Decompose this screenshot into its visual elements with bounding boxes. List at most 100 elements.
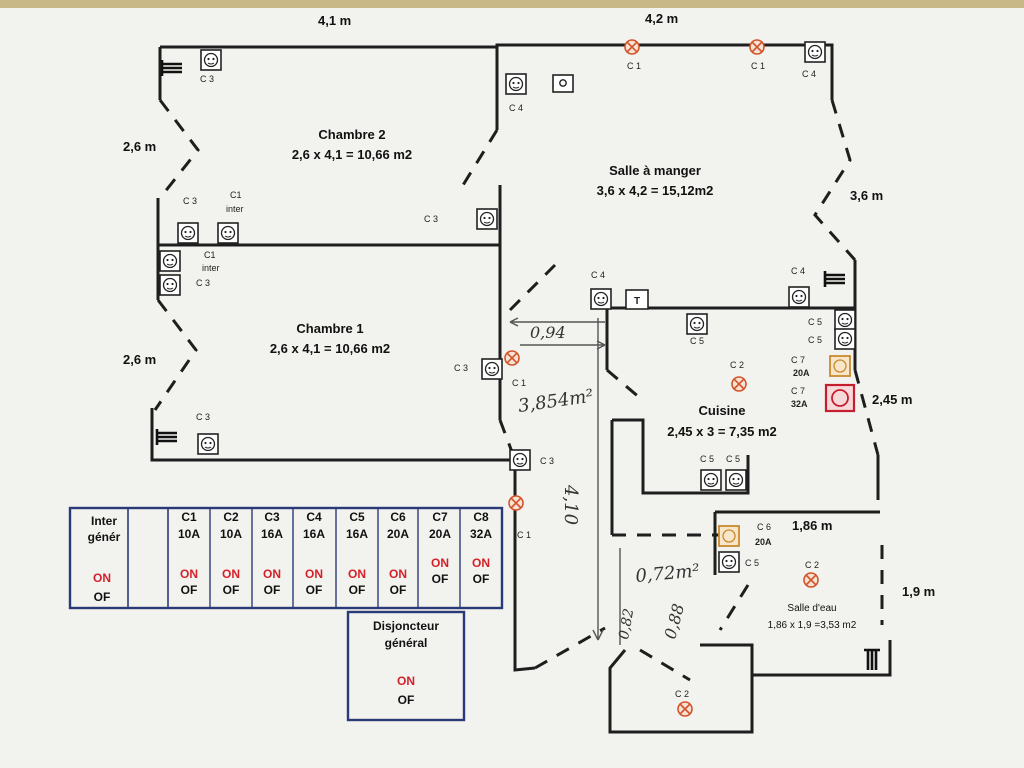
- circuit-label-c7: C 7: [791, 386, 805, 396]
- circuit-label-c6: C 6: [757, 522, 771, 532]
- circuit-label-c4: C 4: [591, 270, 605, 280]
- wall-light-icon: [508, 495, 524, 511]
- panel-c2-on: ON: [222, 567, 240, 581]
- table-edge: [0, 0, 1024, 8]
- circuit-label-c1: C 1: [512, 378, 526, 388]
- panel-c7-on: ON: [431, 556, 449, 570]
- room-salle-eau-name: Salle d'eau: [787, 603, 836, 614]
- outlet-icon: [834, 328, 856, 350]
- ceiling-light-icon: [677, 701, 693, 717]
- outlet-icon: [788, 286, 810, 308]
- main-breaker-line2: général: [385, 636, 428, 650]
- panel-c1-amp: 10A: [178, 527, 200, 541]
- panel-c4-off: OF: [306, 583, 323, 597]
- room-salle-manger-name: Salle à manger: [609, 163, 701, 178]
- ceiling-light-icon: [731, 376, 747, 392]
- circuit-label-c3: C 3: [424, 214, 438, 224]
- main-breaker-line1: Disjoncteur: [373, 619, 439, 633]
- circuit-label-c4: C 4: [791, 266, 805, 276]
- circuit-label-c2: C 2: [730, 360, 744, 370]
- outlet-icon: [159, 274, 181, 296]
- circuit-label-c1: C1: [204, 250, 216, 260]
- panel-c5-amp: 16A: [346, 527, 368, 541]
- dim-top-right: 4,2 m: [645, 11, 678, 26]
- outlet-icon: [725, 469, 747, 491]
- room-cuisine-name: Cuisine: [699, 403, 746, 418]
- dim-salle-eau-height: 1,9 m: [902, 584, 935, 599]
- hand-length-410: 4,10: [560, 484, 581, 525]
- room-chambre-1-size: 2,6 x 4,1 = 10,66 m2: [270, 341, 390, 356]
- circuit-label-c2: C 2: [675, 689, 689, 699]
- room-salle-manger-size: 3,6 x 4,2 = 15,12m2: [597, 183, 714, 198]
- room-chambre-2-size: 2,6 x 4,1 = 10,66 m2: [292, 147, 412, 162]
- outlet-icon: [177, 222, 199, 244]
- circuit-label-c3: C 3: [540, 456, 554, 466]
- panel-inter-on: ON: [93, 571, 111, 585]
- panel-c3-name: C3: [264, 510, 280, 524]
- circuit-label-32a: 32A: [791, 399, 808, 409]
- dim-salle-eau-width: 1,86 m: [792, 518, 832, 533]
- outlet-icon: [476, 208, 498, 230]
- circuit-label-c3: C 3: [196, 412, 210, 422]
- circuit-label-c5: C 5: [690, 336, 704, 346]
- room-chambre-1-name: Chambre 1: [296, 321, 363, 336]
- room-chambre-2-name: Chambre 2: [318, 127, 385, 142]
- panel-c6-name: C6: [390, 510, 406, 524]
- phone-socket-label: T: [634, 296, 640, 307]
- symbols: T: [155, 39, 882, 717]
- outlet-icon: [718, 551, 740, 573]
- main-breaker-off: OF: [398, 693, 415, 707]
- wall-light-icon: [504, 350, 520, 366]
- circuit-label-c4: C 4: [509, 103, 523, 113]
- circuit-label-c1: C 1: [751, 61, 765, 71]
- circuit-label-c5: C 5: [808, 317, 822, 327]
- circuit-label-c3: C 3: [200, 74, 214, 84]
- main-breaker: Disjoncteur général ON OF: [346, 610, 466, 722]
- circuit-label-20a: 20A: [793, 368, 810, 378]
- panel-c2-name: C2: [223, 510, 239, 524]
- dim-cuisine-height: 2,45 m: [872, 392, 912, 407]
- panel-c7-name: C7: [432, 510, 448, 524]
- outlet-icon: [700, 469, 722, 491]
- circuit-label-c5: C 5: [745, 558, 759, 568]
- room-cuisine-size: 2,45 x 3 = 7,35 m2: [667, 424, 777, 439]
- circuit-label-c3: C 3: [454, 363, 468, 373]
- outlet-icon: [505, 73, 527, 95]
- outlet-20a-icon: [833, 359, 847, 373]
- panel-c7-amp: 20A: [429, 527, 451, 541]
- ceiling-light-icon: [749, 39, 765, 55]
- outlet-icon: [686, 313, 708, 335]
- main-breaker-frame: [346, 610, 466, 722]
- circuit-label-c7: C 7: [791, 355, 805, 365]
- outlet-20a-icon: [722, 529, 736, 543]
- dim-salle-manger-height: 3,6 m: [850, 188, 883, 203]
- panel-c2-off: OF: [223, 583, 240, 597]
- panel-c5-name: C5: [349, 510, 365, 524]
- circuit-label-20a: 20A: [755, 537, 772, 547]
- circuit-label-inter: inter: [202, 263, 220, 273]
- panel-c2-amp: 10A: [220, 527, 242, 541]
- circuit-label-c4: C 4: [802, 69, 816, 79]
- panel-c3-on: ON: [263, 567, 281, 581]
- ceiling-light-icon: [803, 572, 819, 588]
- junction-box-icon: [552, 74, 574, 93]
- panel-c4-name: C4: [306, 510, 322, 524]
- panel-frame: [68, 506, 504, 610]
- junction-box-icon: [559, 79, 567, 87]
- outlet-20a-icon: [829, 355, 851, 377]
- outlet-icon: [509, 449, 531, 471]
- circuit-label-c5: C 5: [700, 454, 714, 464]
- panel-c8-off: OF: [473, 572, 490, 586]
- panel-c1-on: ON: [180, 567, 198, 581]
- circuit-label-c3: C 3: [196, 278, 210, 288]
- outlet-icon: [481, 358, 503, 380]
- outlet-icon: [197, 433, 219, 455]
- circuit-label-c1: C1: [230, 190, 242, 200]
- panel-c5-off: OF: [349, 583, 366, 597]
- outlet-icon: [200, 49, 222, 71]
- outlet-32a-icon: [831, 389, 849, 407]
- outlet-icon: [159, 250, 181, 272]
- hand-width-082: 0,82: [616, 607, 637, 641]
